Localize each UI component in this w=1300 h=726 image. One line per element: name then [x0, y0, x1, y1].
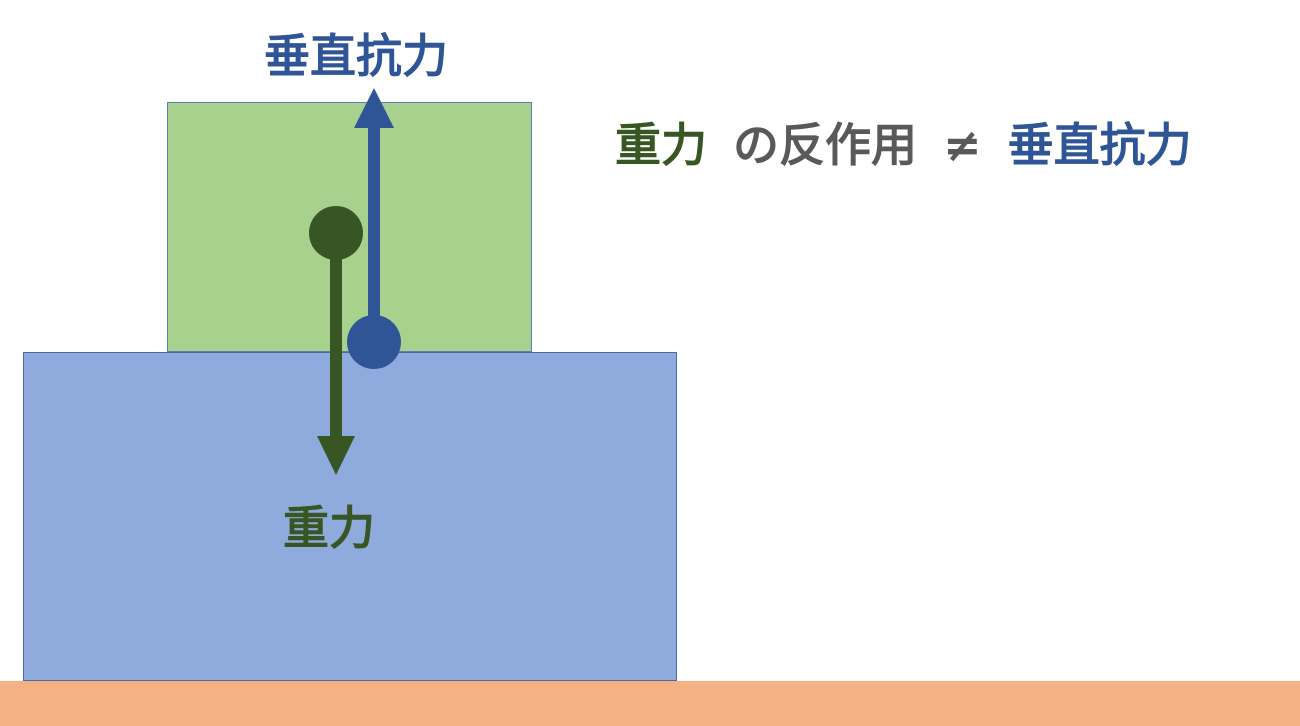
floor [0, 681, 1300, 726]
normal-force-label: 垂直抗力 [264, 29, 448, 83]
statement: 重力 の反作用 ≠ 垂直抗力 [615, 122, 1192, 168]
statement-gravity: 重力 [615, 118, 707, 172]
gravity-arrow [309, 206, 363, 475]
statement-reaction: の反作用 [733, 118, 918, 172]
lower-block [23, 352, 677, 681]
normal-force-arrow [347, 88, 401, 369]
normal-force-origin-point [347, 315, 401, 369]
gravity-origin-point [309, 206, 363, 260]
statement-normal-force: 垂直抗力 [1007, 118, 1192, 172]
gravity-label: 重力 [283, 501, 375, 555]
not-equal-symbol: ≠ [943, 118, 982, 172]
